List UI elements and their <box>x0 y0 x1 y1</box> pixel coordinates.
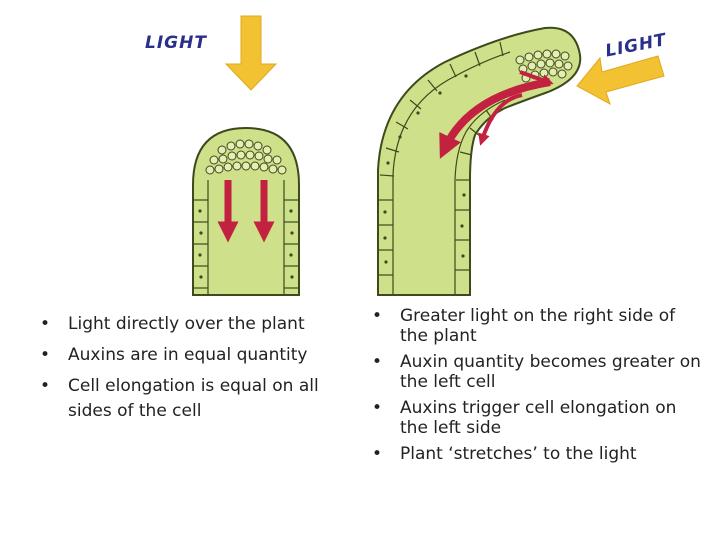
tip-cell-cluster <box>205 139 287 175</box>
light-label-left: LIGHT <box>145 33 207 53</box>
light-arrow-diagonal <box>576 55 665 106</box>
right-bullet-2: Auxin quantity becomes greater on the le… <box>372 352 702 392</box>
right-bullet-4: Plant ‘stretches’ to the light <box>372 444 702 464</box>
left-bullet-3: Cell elongation is equal on all sides of… <box>40 374 340 424</box>
right-explanation-list: Greater light on the right side of the p… <box>372 306 702 470</box>
left-bullet-2: Auxins are in equal quantity <box>40 343 340 368</box>
svg-text:LIGHT: LIGHT <box>604 30 669 62</box>
left-explanation-list: Light directly over the plant Auxins are… <box>40 312 340 430</box>
light-label-right: LIGHT <box>604 30 669 62</box>
right-bullet-1: Greater light on the right side of the p… <box>372 306 702 346</box>
svg-text:LIGHT: LIGHT <box>145 33 207 53</box>
right-bullet-3: Auxins trigger cell elongation on the le… <box>372 398 702 438</box>
left-bullet-1: Light directly over the plant <box>40 312 340 337</box>
auxin-arrows-equal <box>217 180 275 243</box>
light-arrow-down <box>224 15 278 91</box>
straight-shoot <box>192 126 300 296</box>
auxin-arrows-redistributed <box>439 70 554 159</box>
bending-shoot <box>377 26 582 296</box>
phototropism-figure: LIGHT <box>145 15 669 296</box>
